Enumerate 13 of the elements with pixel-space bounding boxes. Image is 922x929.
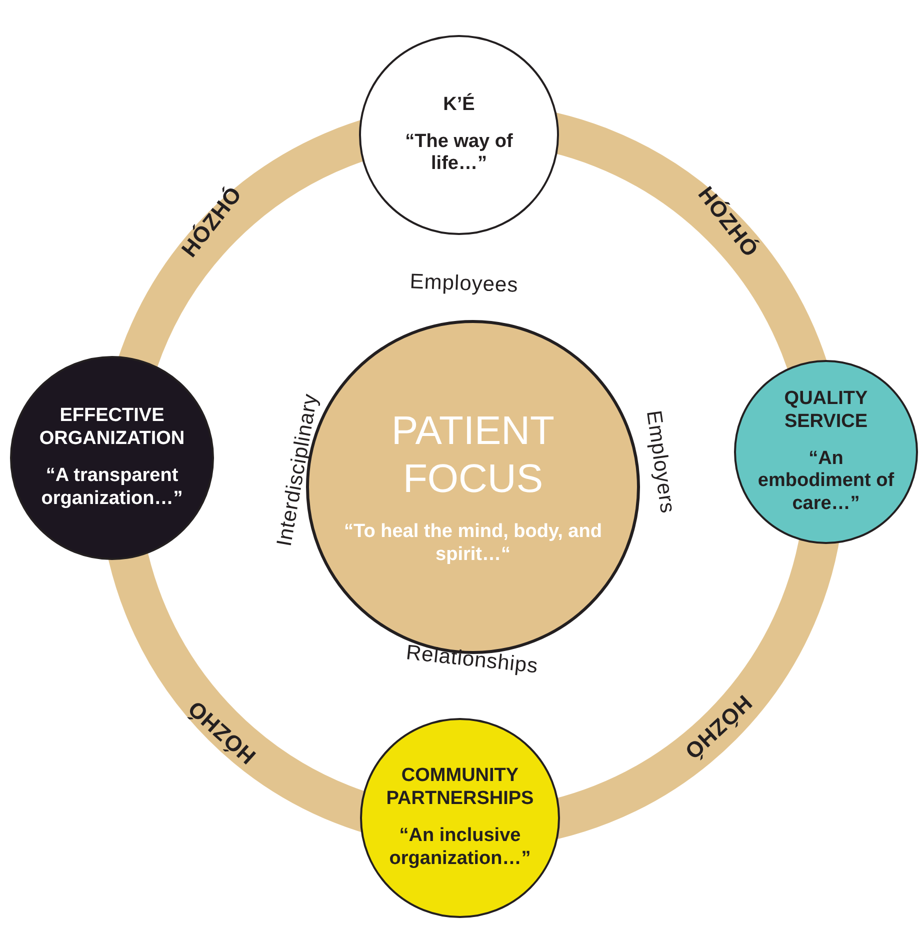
circle-quote: “To heal the mind, body, and spirit…“ [343, 521, 603, 567]
curved-label: Relationships [404, 641, 540, 679]
circle-quote: “The way of life…” [404, 130, 514, 176]
circle-quote: “An inclusive organization…” [388, 825, 532, 871]
curved-label: Employees [409, 270, 519, 298]
circle-heading: QUALITY SERVICE [783, 388, 869, 434]
circle-quote: “A transparent organization…” [40, 465, 184, 511]
circle-quote: “An embodiment of care…” [756, 448, 896, 516]
circle-heading: K’É [443, 94, 475, 117]
circle-heading: COMMUNITY PARTNERSHIPS [385, 765, 535, 811]
curved-label: Employers [640, 408, 680, 516]
circle-heading: PATIENT FOCUS [390, 408, 556, 504]
circle-heading: EFFECTIVE ORGANIZATION [38, 405, 186, 451]
